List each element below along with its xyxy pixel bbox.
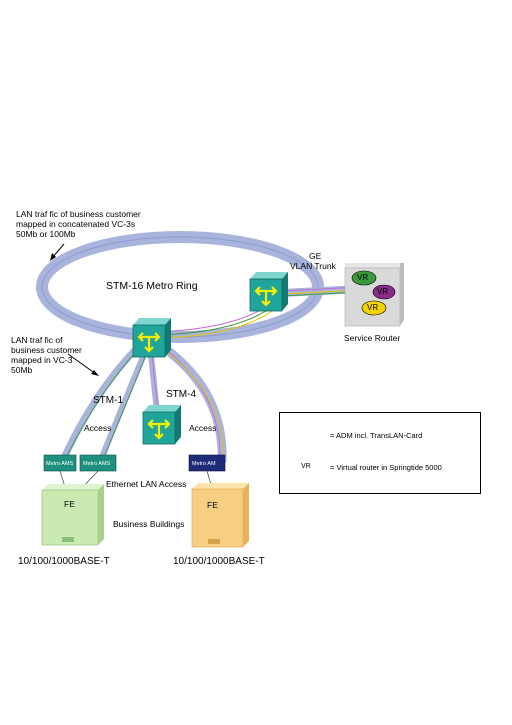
stm1-access-link (58, 342, 143, 464)
metro-box-3-label: Metro AM (192, 461, 216, 467)
trunk-line-1: GE (309, 251, 322, 261)
lan-top-line-2: mapped in concatenated VC-3s (16, 219, 136, 229)
metro-box-2-label: Metro AMS (83, 461, 111, 467)
metro-box-1-label: Metro AMS (46, 461, 74, 467)
trunk-line-2: VLAN Trunk (290, 261, 336, 271)
access-right-label: Access (189, 423, 217, 433)
legend (279, 412, 481, 494)
building-left (41, 484, 104, 546)
service-router-label: Service Router (344, 333, 401, 343)
vr-green-label: VR (357, 273, 369, 282)
adm-ring-left[interactable] (131, 316, 173, 359)
lan-left-arrow (67, 353, 97, 375)
vr-green (351, 270, 377, 286)
lan-top-line-1: LAN traf fic of business customer (16, 209, 141, 219)
base-left-label: 10/100/1000BASE-T (18, 556, 110, 567)
vr-yellow-label: VR (367, 303, 379, 312)
ring-label: STM-16 Metro Ring (106, 280, 198, 292)
building-right-label: FE (207, 500, 218, 510)
legend-vr-text: = Virtual router in Springtide 5000 (330, 463, 442, 472)
lan-left-line-4: 50Mb (11, 365, 33, 375)
legend-adm-text: = ADM incl. TransLAN-Card (330, 431, 423, 440)
lan-left-line-2: business customer (11, 345, 82, 355)
stm4-label: STM-4 (166, 389, 196, 400)
access-left-label: Access (84, 423, 112, 433)
base-right-label: 10/100/1000BASE-T (173, 556, 265, 567)
stm4-access-link (157, 341, 227, 463)
business-label: Business Buildings (113, 519, 185, 529)
lan-left-line-3: mapped in VC-3 (11, 355, 73, 365)
adm-ring-right[interactable] (248, 270, 290, 313)
adm-stm4[interactable] (141, 403, 183, 446)
lan-left-line-1: LAN traf fic of (11, 335, 63, 345)
building-left-label: FE (64, 499, 75, 509)
vr-purple-label: VR (377, 287, 389, 296)
ethernet-label: Ethernet LAN Access (106, 479, 187, 489)
vr-purple (372, 284, 396, 300)
vr-yellow (361, 300, 387, 316)
stm1-label: STM-1 (93, 395, 123, 406)
lan-top-line-3: 50Mb or 100Mb (16, 229, 76, 239)
legend-vr-symbol: VR (301, 463, 311, 470)
building-right (191, 483, 249, 548)
